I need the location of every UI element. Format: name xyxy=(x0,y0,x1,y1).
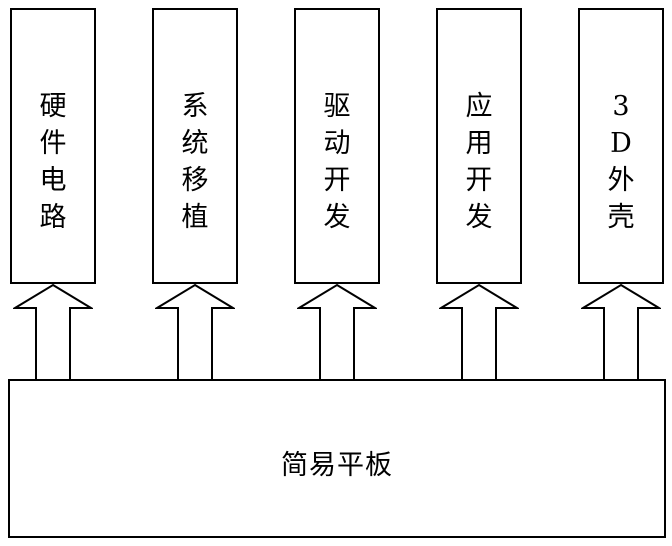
up-arrow-icon xyxy=(581,283,661,381)
module-label-char: 开 xyxy=(465,165,493,196)
up-arrow-icon xyxy=(13,283,93,381)
module-label-char: 路 xyxy=(39,202,67,233)
module-box-driver-development: 驱 动 开 发 xyxy=(294,8,380,284)
module-label-char: D xyxy=(610,128,632,159)
module-label: 应 用 开 发 xyxy=(438,88,520,236)
module-box-application-development: 应 用 开 发 xyxy=(436,8,522,284)
module-label-char: 发 xyxy=(465,202,493,233)
base-platform-label: 简易平板 xyxy=(281,450,393,481)
module-label: 系 统 移 植 xyxy=(154,88,236,236)
module-label-char: 件 xyxy=(39,128,67,159)
base-platform-box: 简易平板 xyxy=(8,379,666,538)
module-label-char: 植 xyxy=(181,202,209,233)
up-arrow-icon xyxy=(155,283,235,381)
module-label-char: 驱 xyxy=(323,91,351,122)
module-label-char: 硬 xyxy=(39,91,67,122)
module-label-char: 3 xyxy=(612,91,630,122)
module-label-char: 移 xyxy=(181,165,209,196)
up-arrow-icon xyxy=(297,283,377,381)
module-label-char: 外 xyxy=(607,165,635,196)
module-label: 3 D 外 壳 xyxy=(580,88,662,236)
module-box-hardware-circuit: 硬 件 电 路 xyxy=(10,8,96,284)
module-label-char: 壳 xyxy=(607,202,635,233)
module-label-char: 电 xyxy=(39,165,67,196)
module-label-char: 发 xyxy=(323,202,351,233)
module-label-char: 统 xyxy=(181,128,209,159)
module-label-char: 用 xyxy=(465,128,493,159)
up-arrow-icon xyxy=(439,283,519,381)
module-box-3d-enclosure: 3 D 外 壳 xyxy=(578,8,664,284)
module-label-char: 动 xyxy=(323,128,351,159)
module-label-char: 系 xyxy=(181,91,209,122)
module-label-char: 开 xyxy=(323,165,351,196)
module-label: 硬 件 电 路 xyxy=(12,88,94,236)
module-box-system-porting: 系 统 移 植 xyxy=(152,8,238,284)
module-label-char: 应 xyxy=(465,91,493,122)
module-label: 驱 动 开 发 xyxy=(296,88,378,236)
